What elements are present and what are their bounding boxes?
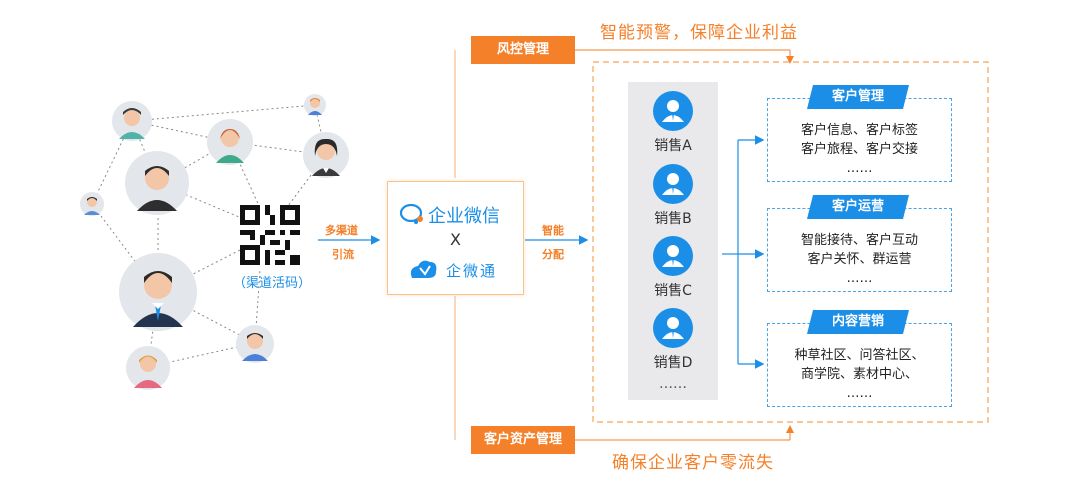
sales-c-label: 销售C [654, 283, 692, 299]
avatar-businessman-icon [119, 253, 197, 335]
avatar-woman-dark-hair-icon [303, 132, 349, 182]
avatar-tiny-man-icon [80, 192, 104, 220]
avatar-small-man-icon [304, 94, 326, 120]
asset-management-tag: 客户资产管理 [471, 426, 575, 454]
brand-qiweitong: 企微通 [446, 262, 498, 280]
sales-d-label: 销售D [653, 355, 693, 371]
sales-a-label: 销售A [654, 138, 692, 154]
sales-c-icon [653, 236, 693, 276]
card-customer-management-title: 客户管理 [807, 85, 909, 109]
flow-right-label-1: 智能 [542, 224, 564, 237]
card-content-marketing: 内容营销 种草社区、问答社区、 商学院、素材中心、 …… [767, 310, 952, 407]
avatar-man-glasses-icon [236, 325, 274, 367]
wecom-logo-icon [399, 203, 426, 228]
card-content-marketing-title: 内容营销 [807, 310, 909, 334]
card-customer-management-line-1: 客户信息、客户标签 [800, 123, 918, 138]
flow-right-label-2: 分配 [542, 248, 564, 261]
sales-b-icon [653, 164, 693, 204]
platform-box: 企业微信 X 企微通 [387, 181, 524, 295]
brand-wecom: 企业微信 [428, 206, 500, 227]
card-content-marketing-line-1: 种草社区、问答社区、 [794, 348, 925, 363]
card-customer-operation: 客户运营 智能接待、客户互动 客户关怀、群运营 …… [767, 195, 952, 292]
card-customer-operation-line-1: 智能接待、客户互动 [800, 233, 918, 248]
sales-b-label: 销售B [654, 211, 692, 227]
card-customer-operation-line-3: …… [846, 271, 873, 286]
cross-mark: X [450, 230, 461, 249]
risk-control-tag: 风控管理 [471, 36, 575, 64]
card-customer-management: 客户管理 客户信息、客户标签 客户旅程、客户交接 …… [767, 85, 952, 182]
sales-a-icon [653, 91, 693, 131]
qr-caption: （渠道活码） [232, 276, 311, 291]
sales-d-icon [653, 308, 693, 348]
flow-left-label-2: 引流 [332, 248, 354, 261]
card-customer-management-line-2: 客户旅程、客户交接 [800, 142, 918, 157]
card-content-marketing-line-2: 商学院、素材中心、 [800, 367, 918, 382]
card-content-marketing-line-3: …… [846, 386, 873, 401]
avatar-girl-icon [126, 346, 170, 394]
sales-more: …… [659, 376, 687, 392]
card-customer-operation-title: 客户运营 [807, 195, 909, 219]
avatar-woman-icon [207, 119, 253, 169]
qiweitong-logo-icon [408, 258, 438, 284]
flow-left-label-1: 多渠道 [325, 224, 358, 237]
card-customer-operation-line-2: 客户关怀、群运营 [807, 252, 912, 267]
avatar-woman-glasses-icon [112, 101, 152, 145]
card-customer-management-line-3: …… [846, 161, 873, 176]
avatar-man-icon [125, 151, 189, 219]
qr-code-icon [240, 205, 300, 269]
bottom-retention-label: 确保企业客户零流失 [612, 453, 774, 473]
top-warning-label: 智能预警，保障企业利益 [600, 23, 798, 43]
